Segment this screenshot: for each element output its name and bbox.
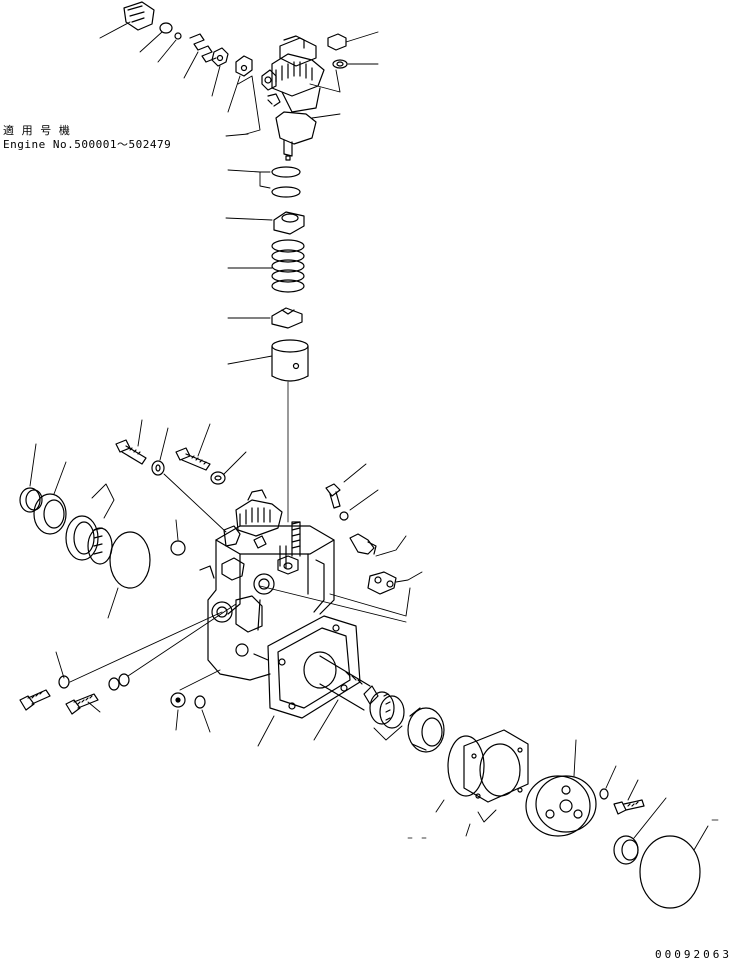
bolt-upper-1 <box>115 419 147 465</box>
applicability-note: 適 用 号 機 Engine No.500001～502479 <box>3 124 171 152</box>
bolt-lower-2 <box>65 693 101 715</box>
o-ring-tiny-left <box>170 519 186 556</box>
washer-lower-2 <box>194 695 211 733</box>
delivery-valve-holder <box>99 1 155 39</box>
cap-left <box>19 443 43 513</box>
plunger-spring <box>227 239 305 293</box>
cover-plate <box>525 775 597 837</box>
o-ring-large-left <box>107 531 151 619</box>
washer-upper-2 <box>210 451 247 485</box>
governor-assembly <box>261 35 341 161</box>
gasket-right <box>329 571 423 617</box>
washer-upper-1 <box>151 427 169 476</box>
washer-lower-1 <box>55 651 70 689</box>
bearing-right <box>407 707 445 753</box>
spring-seat-lower <box>227 307 303 329</box>
tappet <box>227 339 309 523</box>
tick-marks <box>407 819 719 839</box>
spring-small <box>183 33 217 79</box>
bolt-upper-2 <box>175 423 211 471</box>
washer-pair-lower <box>108 673 130 691</box>
bearing-left <box>65 483 115 565</box>
leader-housing <box>179 669 339 747</box>
flange-shaft <box>253 615 379 719</box>
gasket-plate <box>227 55 253 113</box>
valve-seat <box>211 47 229 97</box>
governor-on-housing <box>223 489 283 549</box>
washer-small <box>157 32 182 63</box>
leader-shaft-assembly <box>259 585 407 623</box>
cap-nut-lower <box>170 692 186 731</box>
bolt-right <box>613 779 645 815</box>
washer-right-upper <box>339 489 379 521</box>
nut-top <box>327 31 379 51</box>
o-ring-pair <box>227 166 301 198</box>
applicability-heading: 適 用 号 機 <box>3 124 71 137</box>
o-ring-small <box>139 22 173 53</box>
seal-left <box>33 461 67 535</box>
spring-seat-upper <box>225 211 305 235</box>
shaft-gear <box>369 691 405 741</box>
valve-fitting-right <box>349 533 407 557</box>
leader-misc-2 <box>465 823 471 837</box>
washer-right <box>599 765 617 800</box>
engine-serial-range: Engine No.500001～502479 <box>3 138 172 151</box>
leader-group-bracket <box>237 75 261 135</box>
bolt-lower-1 <box>19 689 51 711</box>
drawing-number: 00092063 <box>655 948 732 961</box>
o-ring-right-large <box>639 825 709 909</box>
leader-cover-plate <box>573 739 577 777</box>
washer-top <box>309 59 379 93</box>
seal-right <box>613 797 667 865</box>
leader-misc-1 <box>435 799 445 813</box>
bolt-right-upper <box>325 463 367 509</box>
o-ring-large-right <box>447 735 485 797</box>
pump-housing <box>199 521 335 681</box>
adapter-housing <box>463 729 529 823</box>
